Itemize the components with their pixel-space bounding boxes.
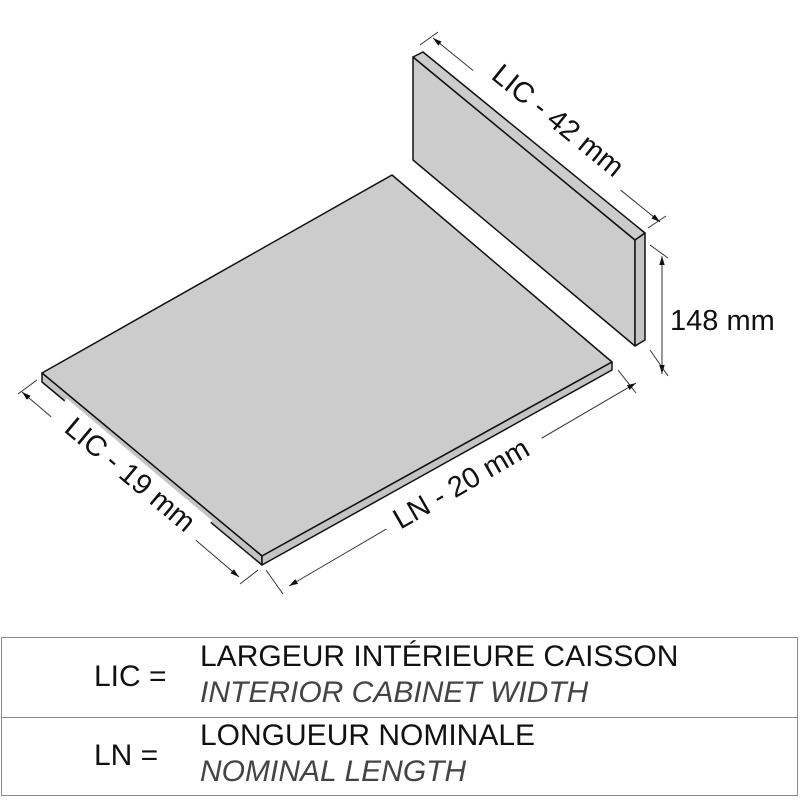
legend-english: NOMINAL LENGTH (200, 755, 467, 788)
legend-french: LARGEUR INTÉRIEURE CAISSON (200, 640, 679, 673)
drawer-diagram: LIC - 42 mm 148 mm LIC - 19 mm LN - 20 m… (17, 31, 775, 595)
legend-french: LONGUEUR NOMINALE (200, 719, 536, 752)
legend-english: INTERIOR CABINET WIDTH (200, 676, 589, 709)
legend-row-lic: LIC = LARGEUR INTÉRIEURE CAISSON INTERIO… (2, 638, 797, 718)
legend-row-ln: LN = LONGUEUR NOMINALE NOMINAL LENGTH (2, 717, 797, 796)
legend-table: LIC = LARGEUR INTÉRIEURE CAISSON INTERIO… (1, 637, 798, 796)
legend-abbr: LIC = (94, 660, 167, 693)
panel-height-label: 148 mm (670, 305, 775, 337)
legend-abbr: LN = (94, 739, 159, 772)
